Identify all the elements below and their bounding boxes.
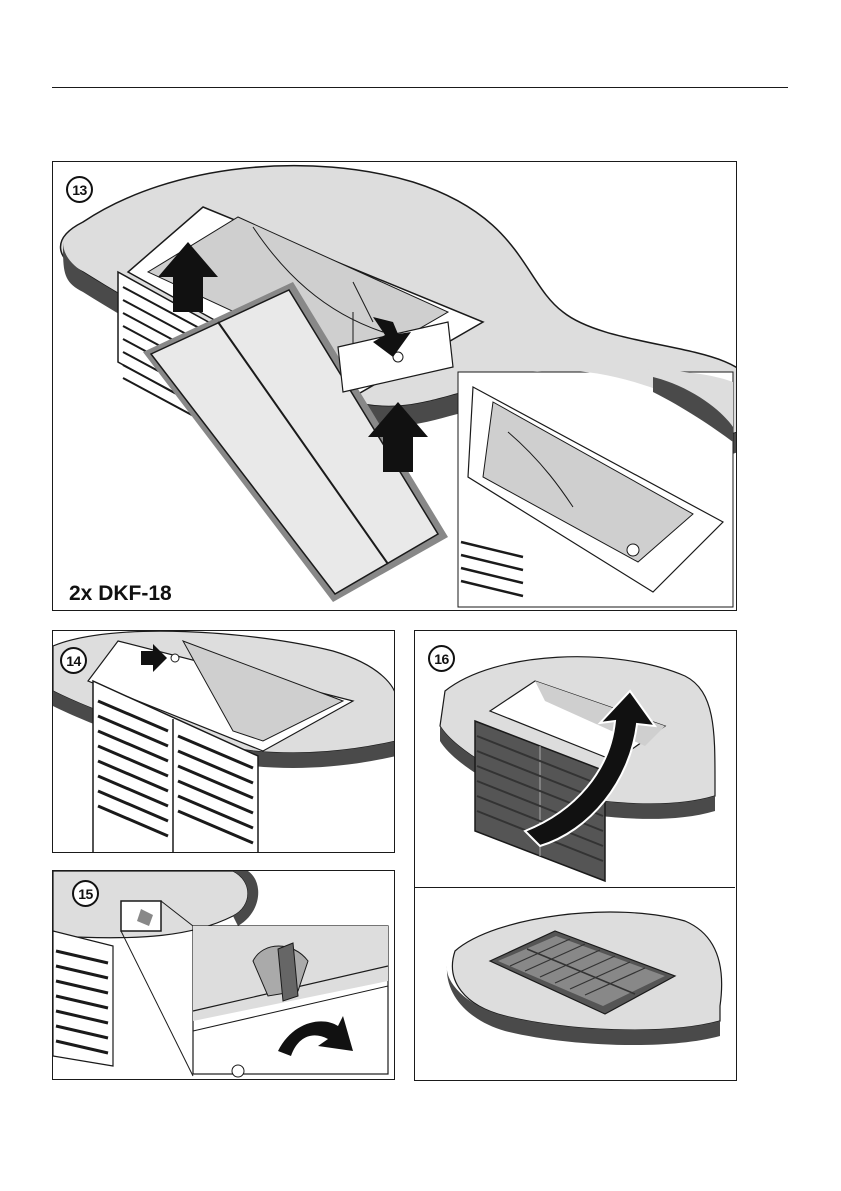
illustration-secure-clip [53,871,395,1080]
panel-step-14: 14 [52,630,395,853]
illustration-insert-grille [53,631,395,853]
step-number-13: 13 [66,176,93,203]
step-number-16: 16 [428,645,455,672]
panel-16-divider [415,887,735,888]
panel-step-16: 16 [414,630,737,1081]
illustration-close-grille [415,631,737,1081]
filter-caption: 2x DKF-18 [69,582,172,606]
step-number-14: 14 [60,647,87,674]
panel-step-13: 13 2x DKF-18 [52,161,737,611]
header-rule [52,87,788,88]
illustration-remove-filters [53,162,737,611]
step-number-15: 15 [72,880,99,907]
panel-step-15: 15 [52,870,395,1080]
